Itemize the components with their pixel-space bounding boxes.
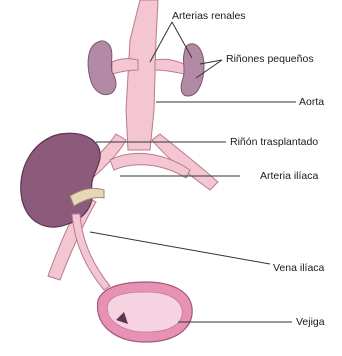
label-small-kidneys: Riñones pequeños: [226, 53, 314, 65]
ureter: [72, 214, 110, 290]
label-bladder: Vejiga: [296, 316, 325, 328]
label-renal-arteries: Arterias renales: [172, 10, 246, 22]
leader-iliac-vein: [90, 232, 270, 264]
renal-artery-right: [155, 59, 184, 74]
small-kidney-left: [88, 41, 116, 95]
label-iliac-vein: Vena ilíaca: [273, 262, 324, 274]
label-aorta: Aorta: [299, 96, 324, 108]
label-transplanted-kidney: Riñón trasplantado: [230, 136, 318, 148]
leader-renal-arteries-2: [172, 22, 192, 58]
small-kidney-right: [181, 44, 204, 96]
aorta-trunk: [126, 0, 158, 150]
label-iliac-artery: Arteria ilíaca: [260, 170, 318, 182]
